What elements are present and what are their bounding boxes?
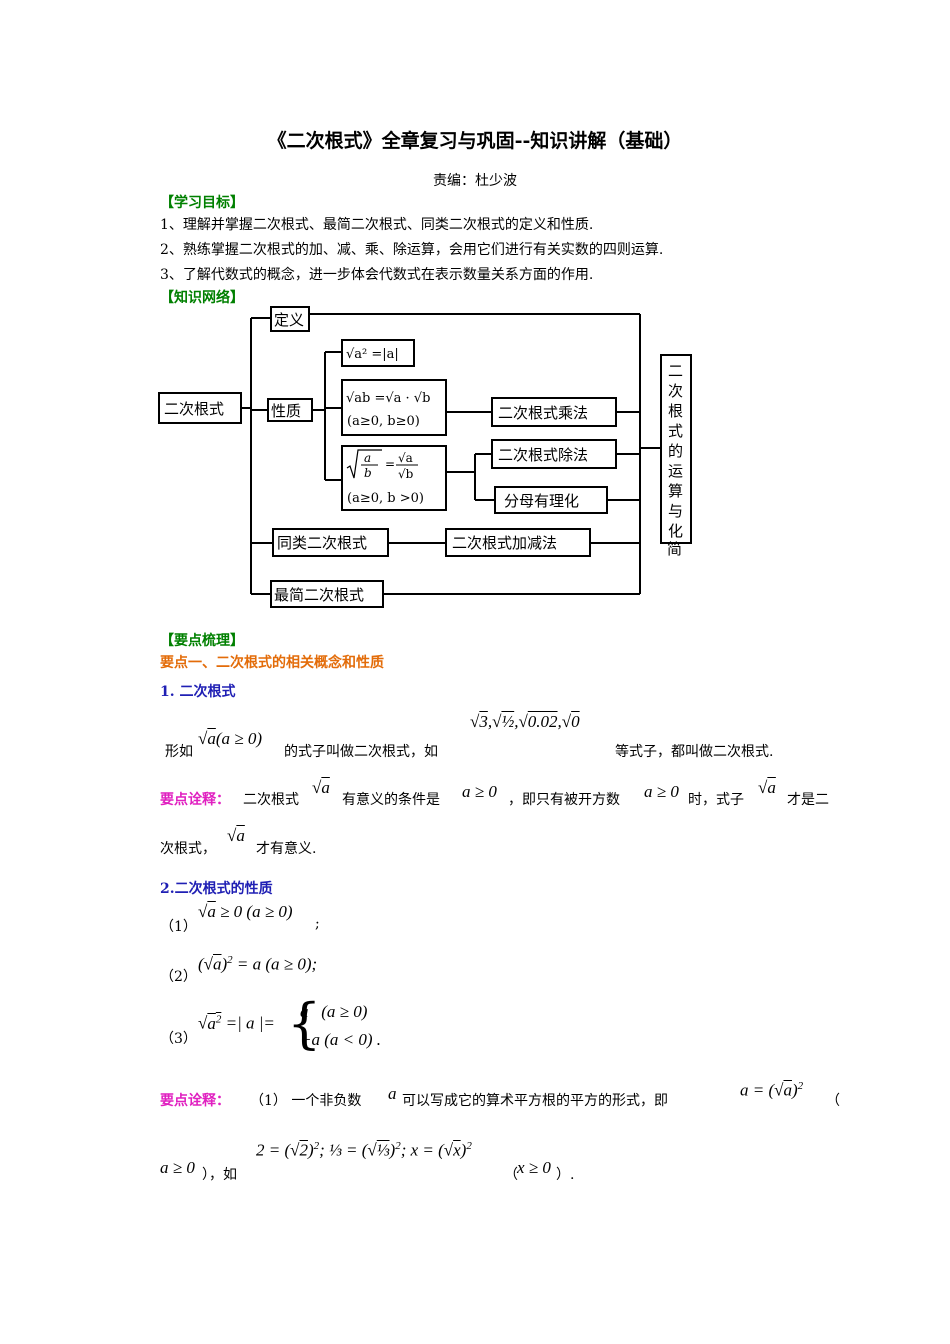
note1-c: ，即只有被开方数 — [508, 792, 620, 808]
goal-item: 1、理解并掌握二次根式、最简二次根式、同类二次根式的定义和性质. — [160, 217, 594, 233]
note1-label: 要点诠释： — [160, 792, 230, 808]
note1-sqrt-a: √a — [312, 778, 330, 797]
definition-label: 定义 — [274, 311, 304, 329]
note1-line2-a: 次根式， — [160, 841, 216, 857]
formula3-cond-text: (a≥0, b >0) — [347, 491, 424, 506]
svg-text:根: 根 — [668, 402, 683, 420]
network-heading: 【知识网络】 — [160, 290, 244, 306]
note2-label: 要点诠释： — [160, 1093, 230, 1109]
note2-c: （ — [826, 1093, 840, 1109]
note2-line2-c: ）. — [556, 1167, 575, 1183]
sub2-title: 2.二次根式的性质 — [160, 881, 273, 897]
note1-cond: a ≥ 0 — [462, 782, 497, 801]
note1-line2-b: 才有意义. — [256, 841, 317, 857]
formula3-fraction: a b = √a √b — [346, 449, 418, 481]
note2-examples: 2 = (√2)2; ⅓ = (√⅓)2; x = (√x)2 — [256, 1140, 472, 1160]
note2-cond: a ≥ 0 — [160, 1158, 195, 1177]
goal-item: 2、熟练掌握二次根式的加、减、乘、除运算，会用它们进行有关实数的四则运算. — [160, 242, 664, 258]
note2-formula: a = (√a)2 — [740, 1080, 804, 1100]
formula3-box — [341, 445, 447, 511]
goals-heading: 【学习目标】 — [160, 195, 244, 211]
property-1-formula: √a ≥ 0 (a ≥ 0) — [198, 902, 293, 921]
note1-e: 才是二 — [787, 792, 829, 808]
root-label: 二次根式 — [164, 400, 224, 418]
editor-line: 责编：杜少波 — [433, 173, 517, 189]
property-3-case2: −a (a < 0) . — [300, 1030, 382, 1049]
note2-var-a: a — [388, 1084, 397, 1103]
note1-sqrt-a3: √a — [227, 826, 245, 845]
note1-d: 时，式子 — [688, 792, 744, 808]
addsub-label: 二次根式加减法 — [452, 534, 557, 552]
note1-a: 二次根式 — [243, 792, 299, 808]
rationalize-label: 分母有理化 — [504, 492, 579, 510]
svg-text:的: 的 — [668, 442, 683, 460]
simplest-label: 最简二次根式 — [274, 586, 364, 604]
formula1-text: √a² =|a| — [346, 347, 399, 362]
property-3-formula-left: √a2 =| a |= — [198, 1013, 275, 1033]
def-suffix: 等式子，都叫做二次根式. — [615, 744, 774, 760]
def-prefix: 形如 — [165, 744, 193, 760]
page-title: 《二次根式》全章复习与巩固--知识讲解（基础） — [267, 130, 683, 152]
vertical-label: 二 次 根 式 的 运 算 与 化 简 — [668, 362, 683, 540]
note1-b: 有意义的条件是 — [342, 792, 440, 808]
svg-text:√a: √a — [398, 451, 413, 465]
svg-text:次: 次 — [668, 382, 683, 400]
p1-label: （1） — [160, 919, 197, 935]
svg-text:a: a — [364, 451, 371, 465]
svg-text:b: b — [364, 466, 372, 480]
svg-text:算: 算 — [668, 482, 683, 500]
svg-text:运: 运 — [668, 462, 683, 480]
def-formula: √a(a ≥ 0) — [198, 729, 262, 748]
formula2-top-text: √ab =√a · √b — [346, 391, 430, 406]
property-2-formula: (√a)2 = a (a ≥ 0); — [198, 954, 318, 974]
knowledge-network-diagram: 二次根式 定义 性质 二次根式乘法 二次根式除法 分母有理化 同类二次根式 二次… — [158, 306, 692, 608]
svg-text:化: 化 — [668, 522, 683, 540]
note1-sqrt-a2: √a — [758, 778, 776, 797]
note2-b: 可以写成它的算术平方根的平方的形式，即 — [402, 1093, 668, 1109]
svg-text:与: 与 — [668, 502, 683, 520]
svg-text:=: = — [385, 457, 395, 471]
brace-icon: { — [287, 992, 322, 1055]
svg-text:二: 二 — [668, 362, 683, 380]
def-mid: 的式子叫做二次根式，如 — [284, 744, 438, 760]
def-examples: √3,√½,√0.02,√0 — [470, 712, 580, 731]
similar-label: 同类二次根式 — [277, 534, 367, 552]
goal-item: 3、了解代数式的概念，进一步体会代数式在表示数量关系方面的作用. — [160, 267, 594, 283]
svg-text:式: 式 — [668, 422, 683, 440]
p3-label: （3） — [160, 1031, 197, 1047]
note1-cond2: a ≥ 0 — [644, 782, 679, 801]
p1-semicolon: ; — [315, 916, 320, 932]
div-label: 二次根式除法 — [498, 446, 588, 464]
property-3-case1: a (a ≥ 0) — [300, 1002, 368, 1021]
p2-label: （2） — [160, 969, 197, 985]
point1-title: 要点一、二次根式的相关概念和性质 — [160, 655, 384, 671]
vertical-last-char: 简 — [667, 540, 683, 558]
sub1-title: 1. 二次根式 — [160, 684, 236, 700]
note2-line2-a: ），如 — [202, 1167, 237, 1183]
note2-a: （1） 一个非负数 — [250, 1093, 362, 1109]
formula2-cond-text: (a≥0, b≥0) — [347, 414, 420, 429]
mult-label: 二次根式乘法 — [498, 404, 588, 422]
svg-text:√b: √b — [398, 467, 414, 481]
note2-line2-b: （ — [504, 1167, 518, 1183]
points-heading: 【要点梳理】 — [160, 633, 244, 649]
note2-cond2: x ≥ 0 — [517, 1158, 551, 1177]
property-label: 性质 — [271, 402, 301, 420]
